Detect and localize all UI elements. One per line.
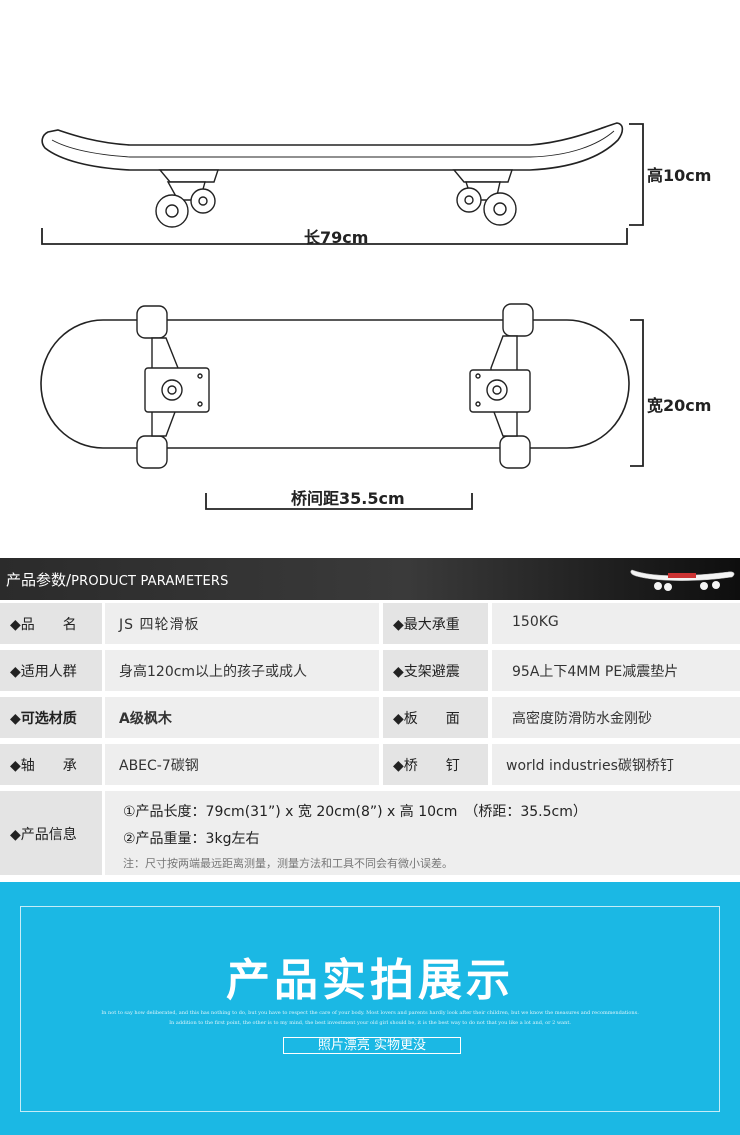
- height-dimension-line: [629, 123, 644, 226]
- table-row: ◆可选材质 A级枫木 ◆板 面 高密度防滑防水金刚砂: [0, 694, 740, 741]
- param-label: ◆桥 钉: [383, 744, 488, 785]
- param-label: ◆轴 承: [0, 744, 102, 785]
- param-header-title: 产品参数/PRODUCT PARAMETERS: [6, 569, 229, 590]
- skateboard-thumbnail: [630, 569, 735, 591]
- skateboard-drawing: [40, 122, 644, 510]
- banner-title: 产品实拍展示: [226, 955, 514, 1006]
- height-label: 高10cm: [647, 166, 712, 185]
- param-header-title-cn: 产品参数/: [6, 571, 72, 589]
- param-label: ◆可选材质: [0, 697, 102, 738]
- width-label: 宽20cm: [647, 396, 712, 415]
- measurement-note: 注：尺寸按两端最远距离测量，测量方法和工具不同会有微小误差。: [123, 857, 453, 870]
- banner-subtitle: 照片漂亮 实物更没: [283, 1037, 461, 1054]
- width-dimension-line: [630, 319, 644, 467]
- product-weight-line: ②产品重量：3kg左右: [123, 831, 260, 847]
- length-label: 长79cm: [304, 228, 369, 247]
- param-label: ◆产品信息: [0, 791, 102, 875]
- param-label: ◆支架避震: [383, 650, 488, 691]
- param-value: JS 四轮滑板: [105, 603, 379, 644]
- param-value: 95A上下4MM PE减震垫片: [492, 650, 740, 691]
- param-header-title-en: PRODUCT PARAMETERS: [71, 574, 229, 589]
- length-dimension-line: [41, 228, 628, 245]
- param-value: 身高120cm以上的孩子或成人: [105, 650, 379, 691]
- photo-showcase-banner: 产品实拍展示 In not to say how deliberated, an…: [0, 882, 740, 1135]
- param-label: ◆适用人群: [0, 650, 102, 691]
- param-label: ◆最大承重: [383, 603, 488, 644]
- top-view-trucks: [136, 303, 534, 469]
- param-value: ABEC-7碳钢: [105, 744, 379, 785]
- table-row: ◆适用人群 身高120cm以上的孩子或成人 ◆支架避震 95A上下4MM PE减…: [0, 647, 740, 694]
- param-value: 高密度防滑防水金刚砂: [492, 697, 740, 738]
- product-info-value: ①产品长度：79cm(31”) x 宽 20cm(8”) x 高 10cm （桥…: [105, 791, 740, 875]
- param-label: ◆品 名: [0, 603, 102, 644]
- param-value: 150KG: [492, 603, 740, 644]
- banner-english-line-2: In addition to the first point, the othe…: [169, 1020, 571, 1026]
- param-value: A级枫木: [105, 697, 379, 738]
- banner-frame: [20, 906, 720, 1112]
- param-header: 产品参数/PRODUCT PARAMETERS: [0, 558, 740, 600]
- table-row-product-info: ◆产品信息 ①产品长度：79cm(31”) x 宽 20cm(8”) x 高 1…: [0, 788, 740, 878]
- top-view-deck: [40, 319, 630, 449]
- wheelbase-label: 桥间距35.5cm: [291, 489, 405, 508]
- param-value: world industries碳钢桥钉: [492, 744, 740, 785]
- param-table: ◆品 名 JS 四轮滑板 ◆最大承重 150KG ◆适用人群 身高120cm以上…: [0, 600, 740, 878]
- banner-english-line-1: In not to say how deliberated, and this …: [101, 1010, 639, 1016]
- product-size-line: ①产品长度：79cm(31”) x 宽 20cm(8”) x 高 10cm （桥…: [123, 804, 587, 820]
- table-row: ◆品 名 JS 四轮滑板 ◆最大承重 150KG: [0, 600, 740, 647]
- side-view-deck: [41, 122, 624, 171]
- side-view-trucks: [155, 169, 517, 228]
- skateboard-dimension-diagram: 高10cm 长79cm 宽20cm 桥间距35.5cm: [0, 0, 740, 558]
- table-row: ◆轴 承 ABEC-7碳钢 ◆桥 钉 world industries碳钢桥钉: [0, 741, 740, 788]
- wheelbase-dimension-line: [205, 493, 473, 510]
- param-label: ◆板 面: [383, 697, 488, 738]
